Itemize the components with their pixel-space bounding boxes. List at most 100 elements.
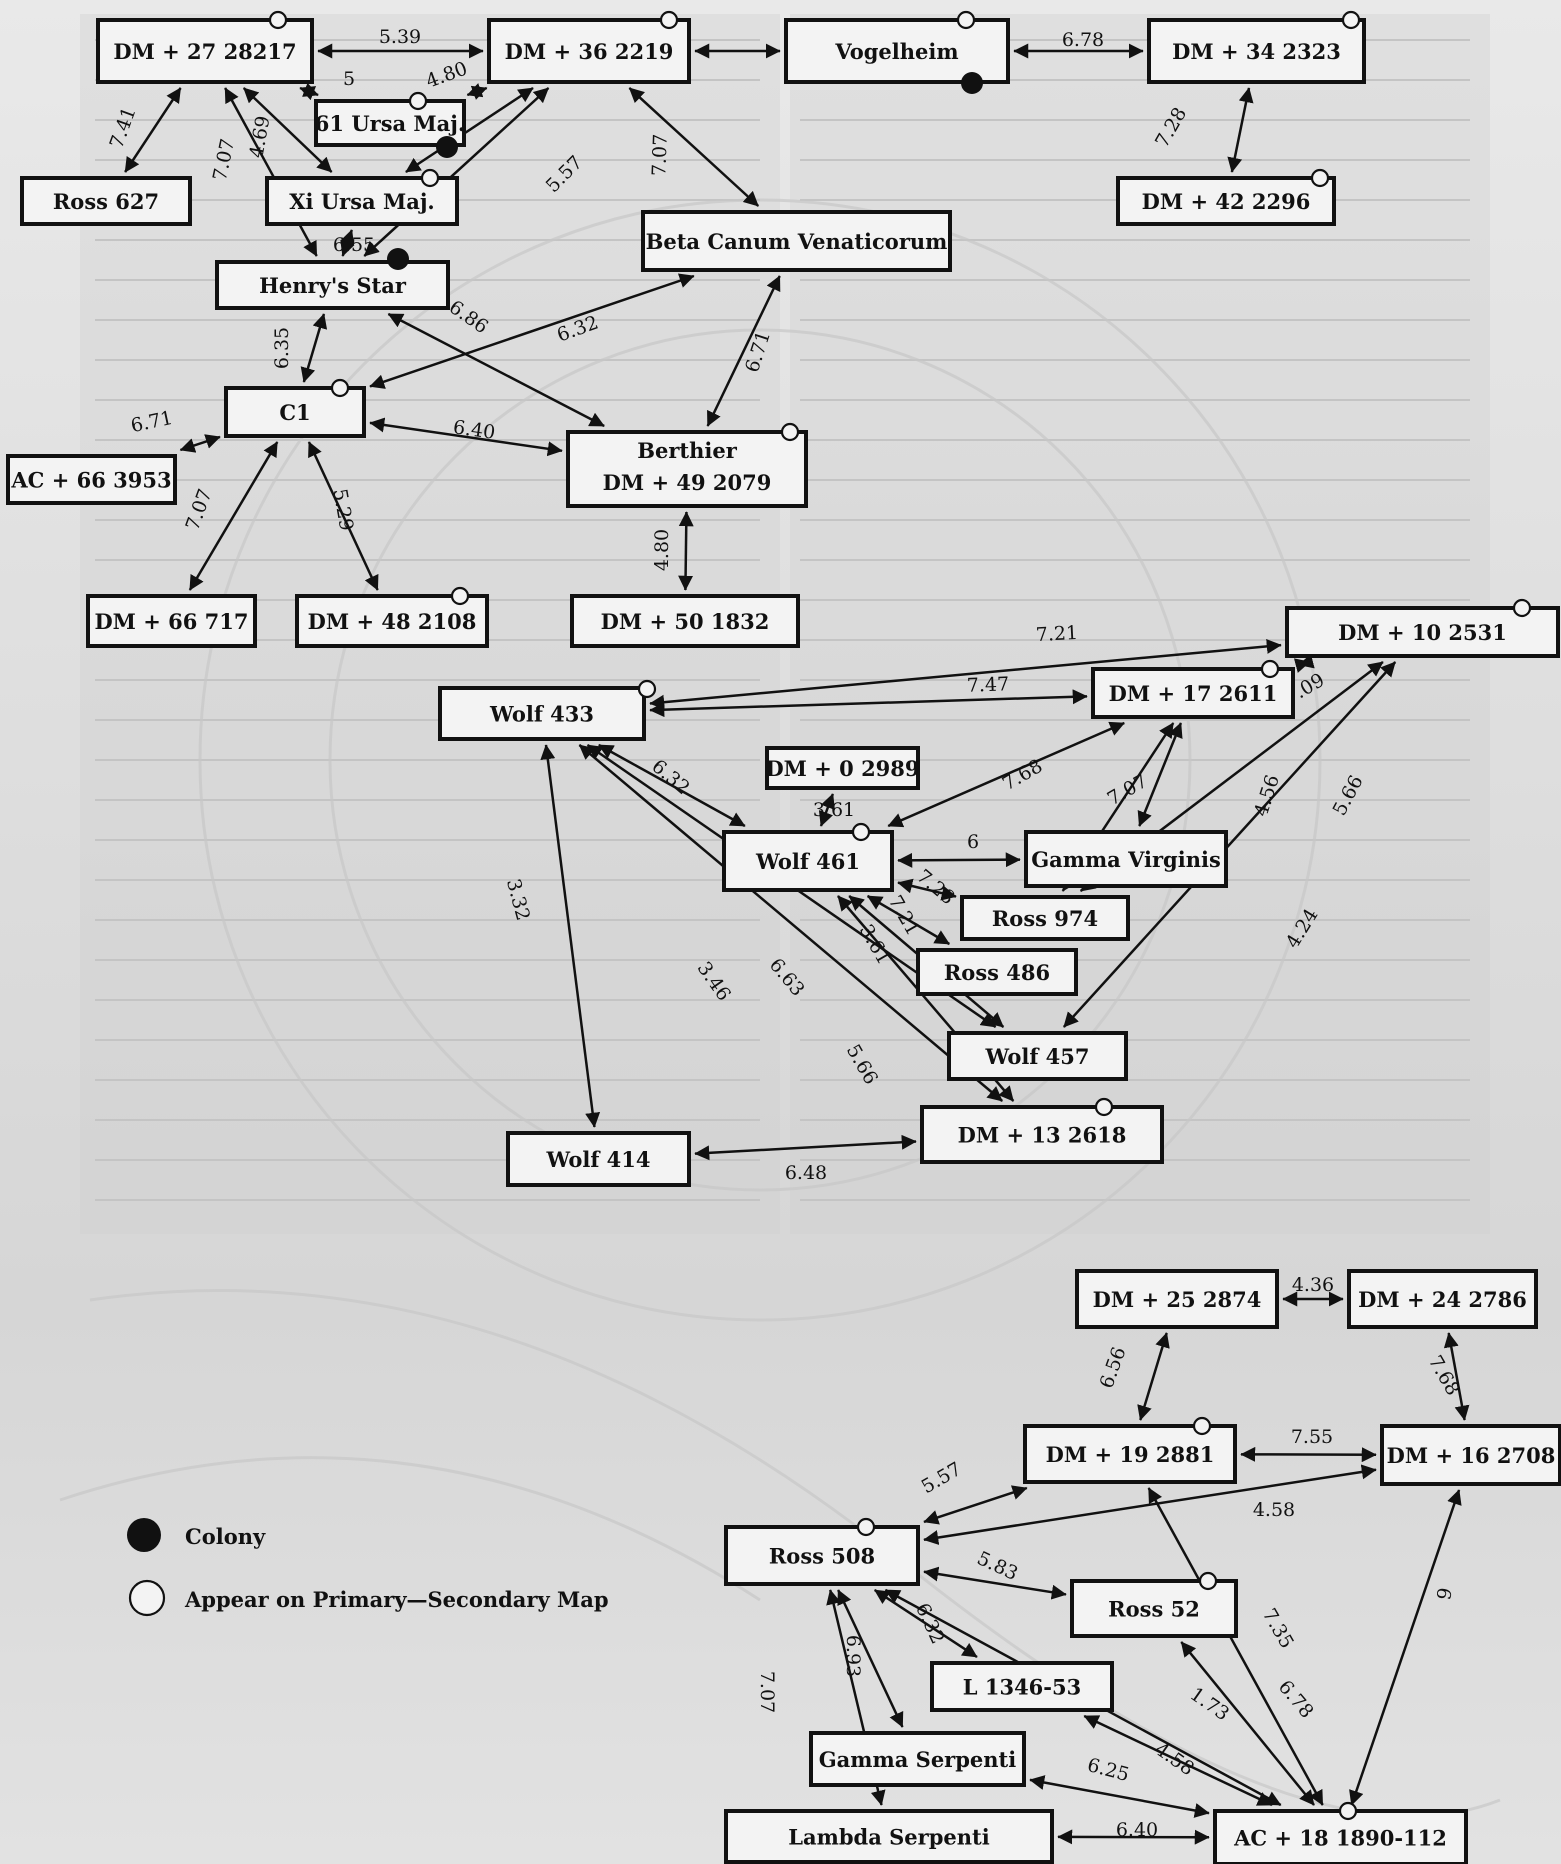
- system-ross508[interactable]: Ross 508: [724, 1517, 920, 1586]
- system-gamser[interactable]: Gamma Serpenti: [809, 1731, 1026, 1787]
- system-dm25[interactable]: DM + 25 2874: [1075, 1269, 1279, 1329]
- route-ross508-l1346: 6.32: [873, 1588, 978, 1659]
- system-name: C1: [279, 400, 310, 425]
- system-box: [487, 18, 691, 84]
- system-dm17[interactable]: DM + 17 2611: [1091, 659, 1295, 719]
- system-dm24[interactable]: DM + 24 2786: [1347, 1269, 1538, 1329]
- route-henry-berthier: 6.86: [387, 296, 605, 428]
- system-vogel[interactable]: Vogelheim: [784, 10, 1010, 94]
- system-wolf433[interactable]: Wolf 433: [438, 679, 657, 741]
- system-dm16[interactable]: DM + 16 2708: [1380, 1424, 1561, 1486]
- distance-label: 7.55: [1291, 1426, 1333, 1448]
- system-box: [1070, 1579, 1238, 1638]
- primary-secondary-legend-label: Appear on Primary—Secondary Map: [184, 1587, 609, 1612]
- primary-secondary-marker-icon: [637, 679, 657, 699]
- distance-label: 4.24: [1282, 905, 1323, 953]
- system-name: DM + 16 2708: [1387, 1443, 1556, 1468]
- system-c1[interactable]: C1: [224, 378, 366, 438]
- system-lamser[interactable]: Lambda Serpenti: [724, 1809, 1054, 1864]
- system-box: [295, 594, 489, 648]
- system-dm13[interactable]: DM + 13 2618: [920, 1097, 1164, 1164]
- distance-label: 3.32: [502, 876, 534, 923]
- primary-secondary-legend-icon: [128, 1579, 166, 1617]
- system-ross974[interactable]: Ross 974: [960, 895, 1130, 941]
- system-box: [920, 1105, 1164, 1164]
- distance-label: 7.47: [966, 673, 1009, 696]
- system-dm34[interactable]: DM + 34 2323: [1147, 10, 1366, 84]
- colony-legend-icon: [127, 1518, 161, 1552]
- system-box: [570, 594, 800, 648]
- legend: Colony Appear on Primary—Secondary Map: [127, 1518, 609, 1617]
- system-ross627[interactable]: Ross 627: [20, 176, 192, 226]
- system-dm0[interactable]: DM + 0 2989: [765, 746, 920, 790]
- system-box: [86, 594, 257, 648]
- route-line: [307, 441, 379, 591]
- system-box: [1147, 18, 1366, 84]
- system-box: [641, 210, 952, 272]
- system-box: [1024, 830, 1228, 888]
- system-dm27[interactable]: DM + 27 28217: [96, 10, 314, 84]
- system-name: Wolf 414: [545, 1147, 650, 1172]
- system-name: Ross 974: [992, 906, 1098, 931]
- route-berthier-dm50: 4.80: [651, 511, 694, 591]
- primary-secondary-marker-icon: [268, 10, 288, 30]
- route-ross508-ross52: 5.83: [923, 1547, 1067, 1600]
- distance-label: 4.80: [423, 57, 470, 92]
- distance-label: 3.61: [813, 799, 855, 821]
- system-box: [1091, 667, 1295, 719]
- route-lamser-ac18: 6.40: [1057, 1819, 1210, 1845]
- system-ac18[interactable]: AC + 18 1890-112: [1213, 1801, 1468, 1864]
- colony-legend-label: Colony: [185, 1524, 266, 1549]
- system-ross52[interactable]: Ross 52: [1070, 1571, 1238, 1638]
- distance-label: 6.71: [741, 328, 775, 375]
- route-line: [1137, 722, 1183, 827]
- system-wolf457[interactable]: Wolf 457: [947, 1031, 1128, 1081]
- system-name: Wolf 433: [489, 702, 594, 727]
- distance-label: 7.07: [648, 133, 671, 176]
- route-line: [694, 1134, 917, 1161]
- system-box: [566, 430, 808, 508]
- route-line: [1029, 1775, 1210, 1818]
- system-name: Gamma Virginis: [1031, 847, 1221, 872]
- system-xiursa[interactable]: Xi Ursa Maj.: [265, 168, 459, 226]
- system-dm48[interactable]: DM + 48 2108: [295, 586, 489, 648]
- system-henry[interactable]: Henry's Star: [215, 248, 450, 310]
- colony-marker-icon: [387, 248, 409, 270]
- system-dm42[interactable]: DM + 42 2296: [1116, 168, 1336, 226]
- system-name: DM + 48 2108: [308, 609, 477, 634]
- system-ac66[interactable]: AC + 66 3953: [6, 454, 177, 505]
- system-wolf461[interactable]: Wolf 461: [722, 822, 894, 892]
- system-dm50[interactable]: DM + 50 1832: [570, 594, 800, 648]
- system-ursa61[interactable]: 61 Ursa Maj.: [314, 91, 466, 158]
- system-box: [506, 1131, 691, 1187]
- system-dm10[interactable]: DM + 10 2531: [1285, 598, 1560, 658]
- route-dm25-dm19: 6.56: [1095, 1332, 1170, 1421]
- route-wolf461-gamvir: 6: [897, 831, 1021, 868]
- route-line: [188, 441, 279, 591]
- distance-label: 6.32: [554, 311, 601, 346]
- system-gamvir[interactable]: Gamma Virginis: [1024, 830, 1228, 888]
- system-ross486[interactable]: Ross 486: [916, 948, 1078, 996]
- system-l1346[interactable]: L 1346-53: [930, 1661, 1114, 1712]
- distance-label: 4.80: [651, 529, 673, 571]
- system-wolf414[interactable]: Wolf 414: [506, 1131, 691, 1187]
- route-wolf461-wolf433: 6.32: [598, 743, 746, 828]
- system-box: [20, 176, 192, 226]
- distance-label: 6.56: [1095, 1344, 1130, 1391]
- system-name: Ross 508: [769, 1544, 875, 1569]
- distance-label: 4.36: [1292, 1274, 1334, 1296]
- distance-label: 6: [967, 831, 979, 853]
- system-name: Gamma Serpenti: [819, 1747, 1017, 1772]
- system-box: [224, 386, 366, 438]
- system-name: Wolf 457: [984, 1044, 1089, 1069]
- primary-secondary-marker-icon: [1310, 168, 1330, 188]
- system-dm66[interactable]: DM + 66 717: [86, 594, 257, 648]
- primary-secondary-marker-icon: [1338, 1801, 1358, 1821]
- system-dm36[interactable]: DM + 36 2219: [487, 10, 691, 84]
- system-box: [1285, 606, 1560, 658]
- route-line: [678, 511, 694, 591]
- system-dm19[interactable]: DM + 19 2881: [1023, 1416, 1237, 1484]
- system-beta[interactable]: Beta Canum Venaticorum: [641, 210, 952, 272]
